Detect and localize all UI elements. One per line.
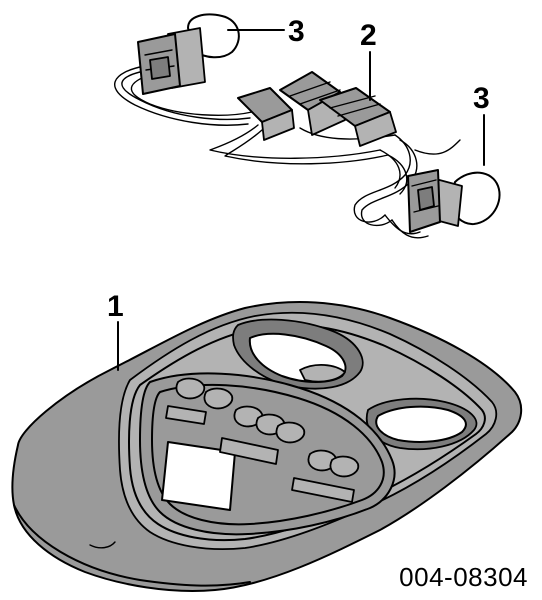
overhead-console [11, 301, 523, 592]
callout-label-1: 1 [107, 290, 124, 323]
harness-connector-center [237, 71, 397, 147]
bulb-socket-lower [407, 169, 501, 233]
control-module [139, 372, 396, 536]
callout-label-3-lower: 3 [473, 82, 490, 115]
wiring-harness [114, 13, 501, 239]
callout-label-3-upper: 3 [288, 15, 305, 48]
map-light-upper [232, 318, 364, 390]
callouts: 3 2 3 1 [107, 15, 490, 371]
part-number: 004-08304 [399, 562, 528, 592]
map-light-right [365, 397, 478, 451]
bulb-socket-upper [137, 13, 240, 95]
lcd-display [161, 441, 236, 511]
callout-label-2: 2 [360, 19, 377, 52]
